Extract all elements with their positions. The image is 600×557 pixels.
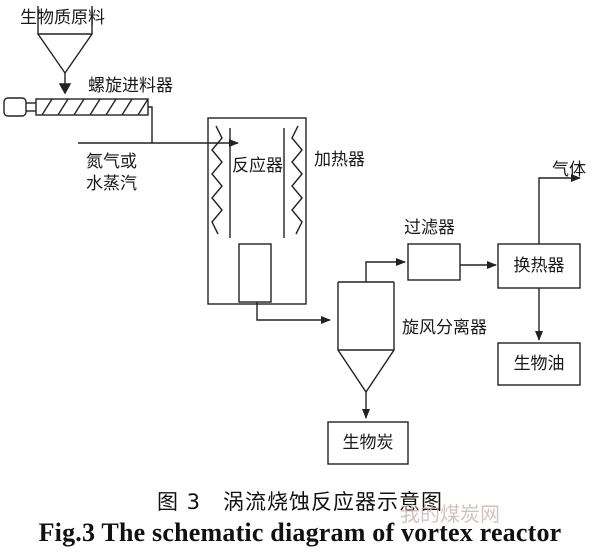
heater-label: 加热器 — [314, 150, 365, 170]
reactor-vessel — [207, 117, 307, 305]
screw-feeder — [3, 97, 153, 143]
bio-oil-box — [497, 342, 581, 386]
biomass-label: 生物质原料 — [20, 8, 105, 28]
reactor-label: 反应器 — [232, 156, 283, 176]
filter-box — [407, 243, 461, 281]
biochar-box — [327, 421, 409, 465]
gas-label: 气体 — [552, 160, 586, 180]
cyclone-label: 旋风分离器 — [402, 318, 487, 338]
steam-label: 水蒸汽 — [86, 174, 137, 194]
nitrogen-label: 氮气或 — [86, 152, 137, 172]
figure-caption-chinese: 图 3 涡流烧蚀反应器示意图 — [156, 490, 444, 514]
bio-oil-label: 生物油 — [513, 354, 565, 374]
figure-caption-english: Fig.3 The schematic diagram of vortex re… — [38, 518, 562, 547]
screw-feeder-label: 螺旋进料器 — [88, 76, 173, 96]
biochar-label: 生物炭 — [342, 433, 394, 453]
gas-outlet-line — [538, 174, 581, 244]
cyclone-to-filter-line — [365, 258, 406, 282]
cyclone-separator — [337, 281, 395, 419]
watermark: 我的煤炭网 — [400, 502, 500, 526]
filter-label: 过滤器 — [404, 218, 455, 238]
reactor-outlet-line — [256, 302, 331, 324]
heat-exchanger-label: 换热器 — [513, 256, 565, 276]
feed-hopper — [37, 6, 93, 95]
